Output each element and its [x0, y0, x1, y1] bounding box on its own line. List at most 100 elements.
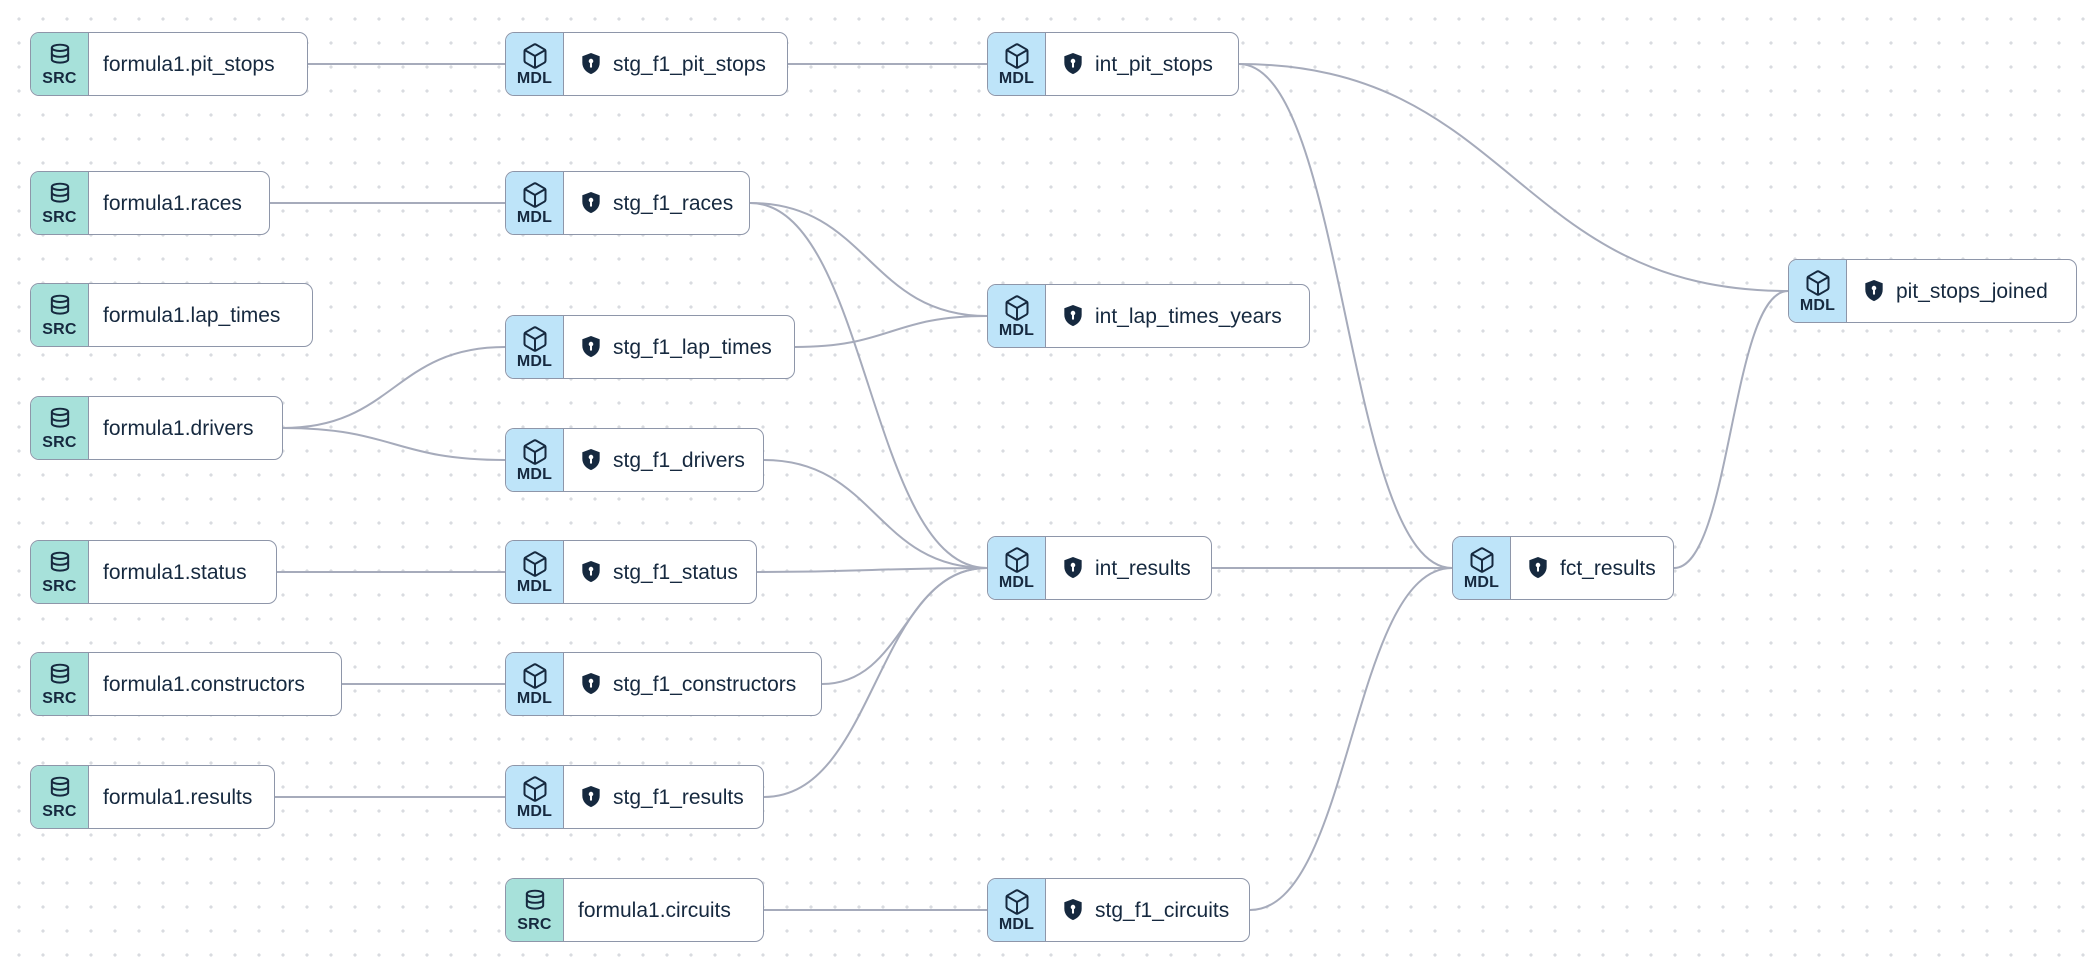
node-label: stg_f1_circuits — [1095, 898, 1230, 922]
node-label: int_lap_times_years — [1095, 304, 1282, 328]
badge-label: SRC — [42, 320, 77, 338]
node-label-wrap: formula1.circuits — [564, 879, 763, 941]
node-pit-stops-joined[interactable]: MDL pit_stops_joined — [1788, 259, 2077, 323]
badge-label: MDL — [998, 915, 1035, 933]
cube-icon — [521, 438, 549, 466]
node-label-wrap: stg_f1_status — [564, 541, 756, 603]
cube-icon — [521, 550, 549, 578]
node-stg-f1-results[interactable]: MDL stg_f1_results — [505, 765, 764, 829]
node-label-wrap: stg_f1_constructors — [564, 653, 821, 715]
badge-label: MDL — [516, 689, 553, 707]
lineage-edge — [749, 202, 988, 317]
lineage-edge — [1238, 63, 1453, 569]
node-src-formula1-races[interactable]: SRC formula1.races — [30, 171, 270, 235]
badge-label: MDL — [516, 802, 553, 820]
node-label: stg_f1_status — [613, 560, 738, 584]
node-stg-f1-drivers[interactable]: MDL stg_f1_drivers — [505, 428, 764, 492]
node-stg-f1-lap-times[interactable]: MDL stg_f1_lap_times — [505, 315, 795, 379]
source-badge: SRC — [31, 541, 89, 603]
node-stg-f1-circuits[interactable]: MDL stg_f1_circuits — [987, 878, 1250, 942]
node-label: formula1.lap_times — [103, 303, 281, 327]
source-badge: SRC — [31, 766, 89, 828]
badge-label: SRC — [42, 802, 77, 820]
node-label-wrap: pit_stops_joined — [1847, 260, 2076, 322]
lineage-edge — [756, 567, 988, 573]
node-int-lap-times-years[interactable]: MDL int_lap_times_years — [987, 284, 1310, 348]
node-src-formula1-circuits[interactable]: SRC formula1.circuits — [505, 878, 764, 942]
source-badge: SRC — [31, 33, 89, 95]
node-label: stg_f1_pit_stops — [613, 52, 766, 76]
node-label-wrap: stg_f1_lap_times — [564, 316, 794, 378]
badge-label: SRC — [42, 433, 77, 451]
node-src-formula1-constructors[interactable]: SRC formula1.constructors — [30, 652, 342, 716]
node-src-formula1-status[interactable]: SRC formula1.status — [30, 540, 277, 604]
node-label: formula1.circuits — [578, 898, 731, 922]
shield-lock-icon — [1060, 303, 1086, 329]
node-label-wrap: stg_f1_drivers — [564, 429, 763, 491]
node-label-wrap: formula1.lap_times — [89, 284, 312, 346]
shield-lock-icon — [1060, 51, 1086, 77]
lineage-edge — [1673, 290, 1789, 569]
node-label: int_pit_stops — [1095, 52, 1213, 76]
lineage-edge — [749, 202, 988, 569]
node-label-wrap: formula1.pit_stops — [89, 33, 307, 95]
model-badge: MDL — [988, 879, 1046, 941]
source-badge: SRC — [31, 653, 89, 715]
lineage-edge — [794, 315, 988, 348]
node-stg-f1-status[interactable]: MDL stg_f1_status — [505, 540, 757, 604]
node-fct-results[interactable]: MDL fct_results — [1452, 536, 1674, 600]
node-src-formula1-pit-stops[interactable]: SRC formula1.pit_stops — [30, 32, 308, 96]
node-label: formula1.pit_stops — [103, 52, 275, 76]
lineage-edge — [282, 346, 506, 429]
shield-lock-icon — [578, 784, 604, 810]
shield-lock-icon — [578, 334, 604, 360]
model-badge: MDL — [988, 285, 1046, 347]
badge-label: SRC — [517, 915, 552, 933]
lineage-edge — [763, 567, 988, 798]
badge-label: SRC — [42, 208, 77, 226]
node-stg-f1-pit-stops[interactable]: MDL stg_f1_pit_stops — [505, 32, 788, 96]
node-src-formula1-results[interactable]: SRC formula1.results — [30, 765, 275, 829]
node-src-formula1-drivers[interactable]: SRC formula1.drivers — [30, 396, 283, 460]
model-badge: MDL — [506, 653, 564, 715]
shield-lock-icon — [578, 447, 604, 473]
node-label-wrap: int_results — [1046, 537, 1211, 599]
node-label: formula1.status — [103, 560, 247, 584]
lineage-edge — [282, 427, 506, 461]
node-stg-f1-races[interactable]: MDL stg_f1_races — [505, 171, 750, 235]
node-int-results[interactable]: MDL int_results — [987, 536, 1212, 600]
model-badge: MDL — [1789, 260, 1847, 322]
node-src-formula1-lap-times[interactable]: SRC formula1.lap_times — [30, 283, 313, 347]
node-label: fct_results — [1560, 556, 1656, 580]
node-int-pit-stops[interactable]: MDL int_pit_stops — [987, 32, 1239, 96]
node-label: int_results — [1095, 556, 1191, 580]
node-label-wrap: stg_f1_races — [564, 172, 749, 234]
node-label-wrap: int_lap_times_years — [1046, 285, 1309, 347]
node-label-wrap: formula1.drivers — [89, 397, 282, 459]
node-label-wrap: formula1.races — [89, 172, 269, 234]
node-label: stg_f1_lap_times — [613, 335, 772, 359]
badge-label: MDL — [516, 577, 553, 595]
node-stg-f1-constructors[interactable]: MDL stg_f1_constructors — [505, 652, 822, 716]
node-label-wrap: stg_f1_pit_stops — [564, 33, 787, 95]
model-badge: MDL — [506, 316, 564, 378]
database-icon — [521, 888, 549, 916]
node-label-wrap: fct_results — [1511, 537, 1673, 599]
cube-icon — [521, 181, 549, 209]
database-icon — [46, 406, 74, 434]
node-label-wrap: formula1.constructors — [89, 653, 341, 715]
node-label: stg_f1_results — [613, 785, 744, 809]
shield-lock-icon — [1060, 897, 1086, 923]
model-badge: MDL — [506, 541, 564, 603]
node-label: formula1.races — [103, 191, 242, 215]
model-badge: MDL — [988, 537, 1046, 599]
shield-lock-icon — [1060, 555, 1086, 581]
model-badge: MDL — [506, 172, 564, 234]
badge-label: MDL — [516, 69, 553, 87]
badge-label: SRC — [42, 689, 77, 707]
node-label-wrap: formula1.results — [89, 766, 274, 828]
badge-label: SRC — [42, 69, 77, 87]
model-badge: MDL — [506, 766, 564, 828]
badge-label: MDL — [516, 352, 553, 370]
